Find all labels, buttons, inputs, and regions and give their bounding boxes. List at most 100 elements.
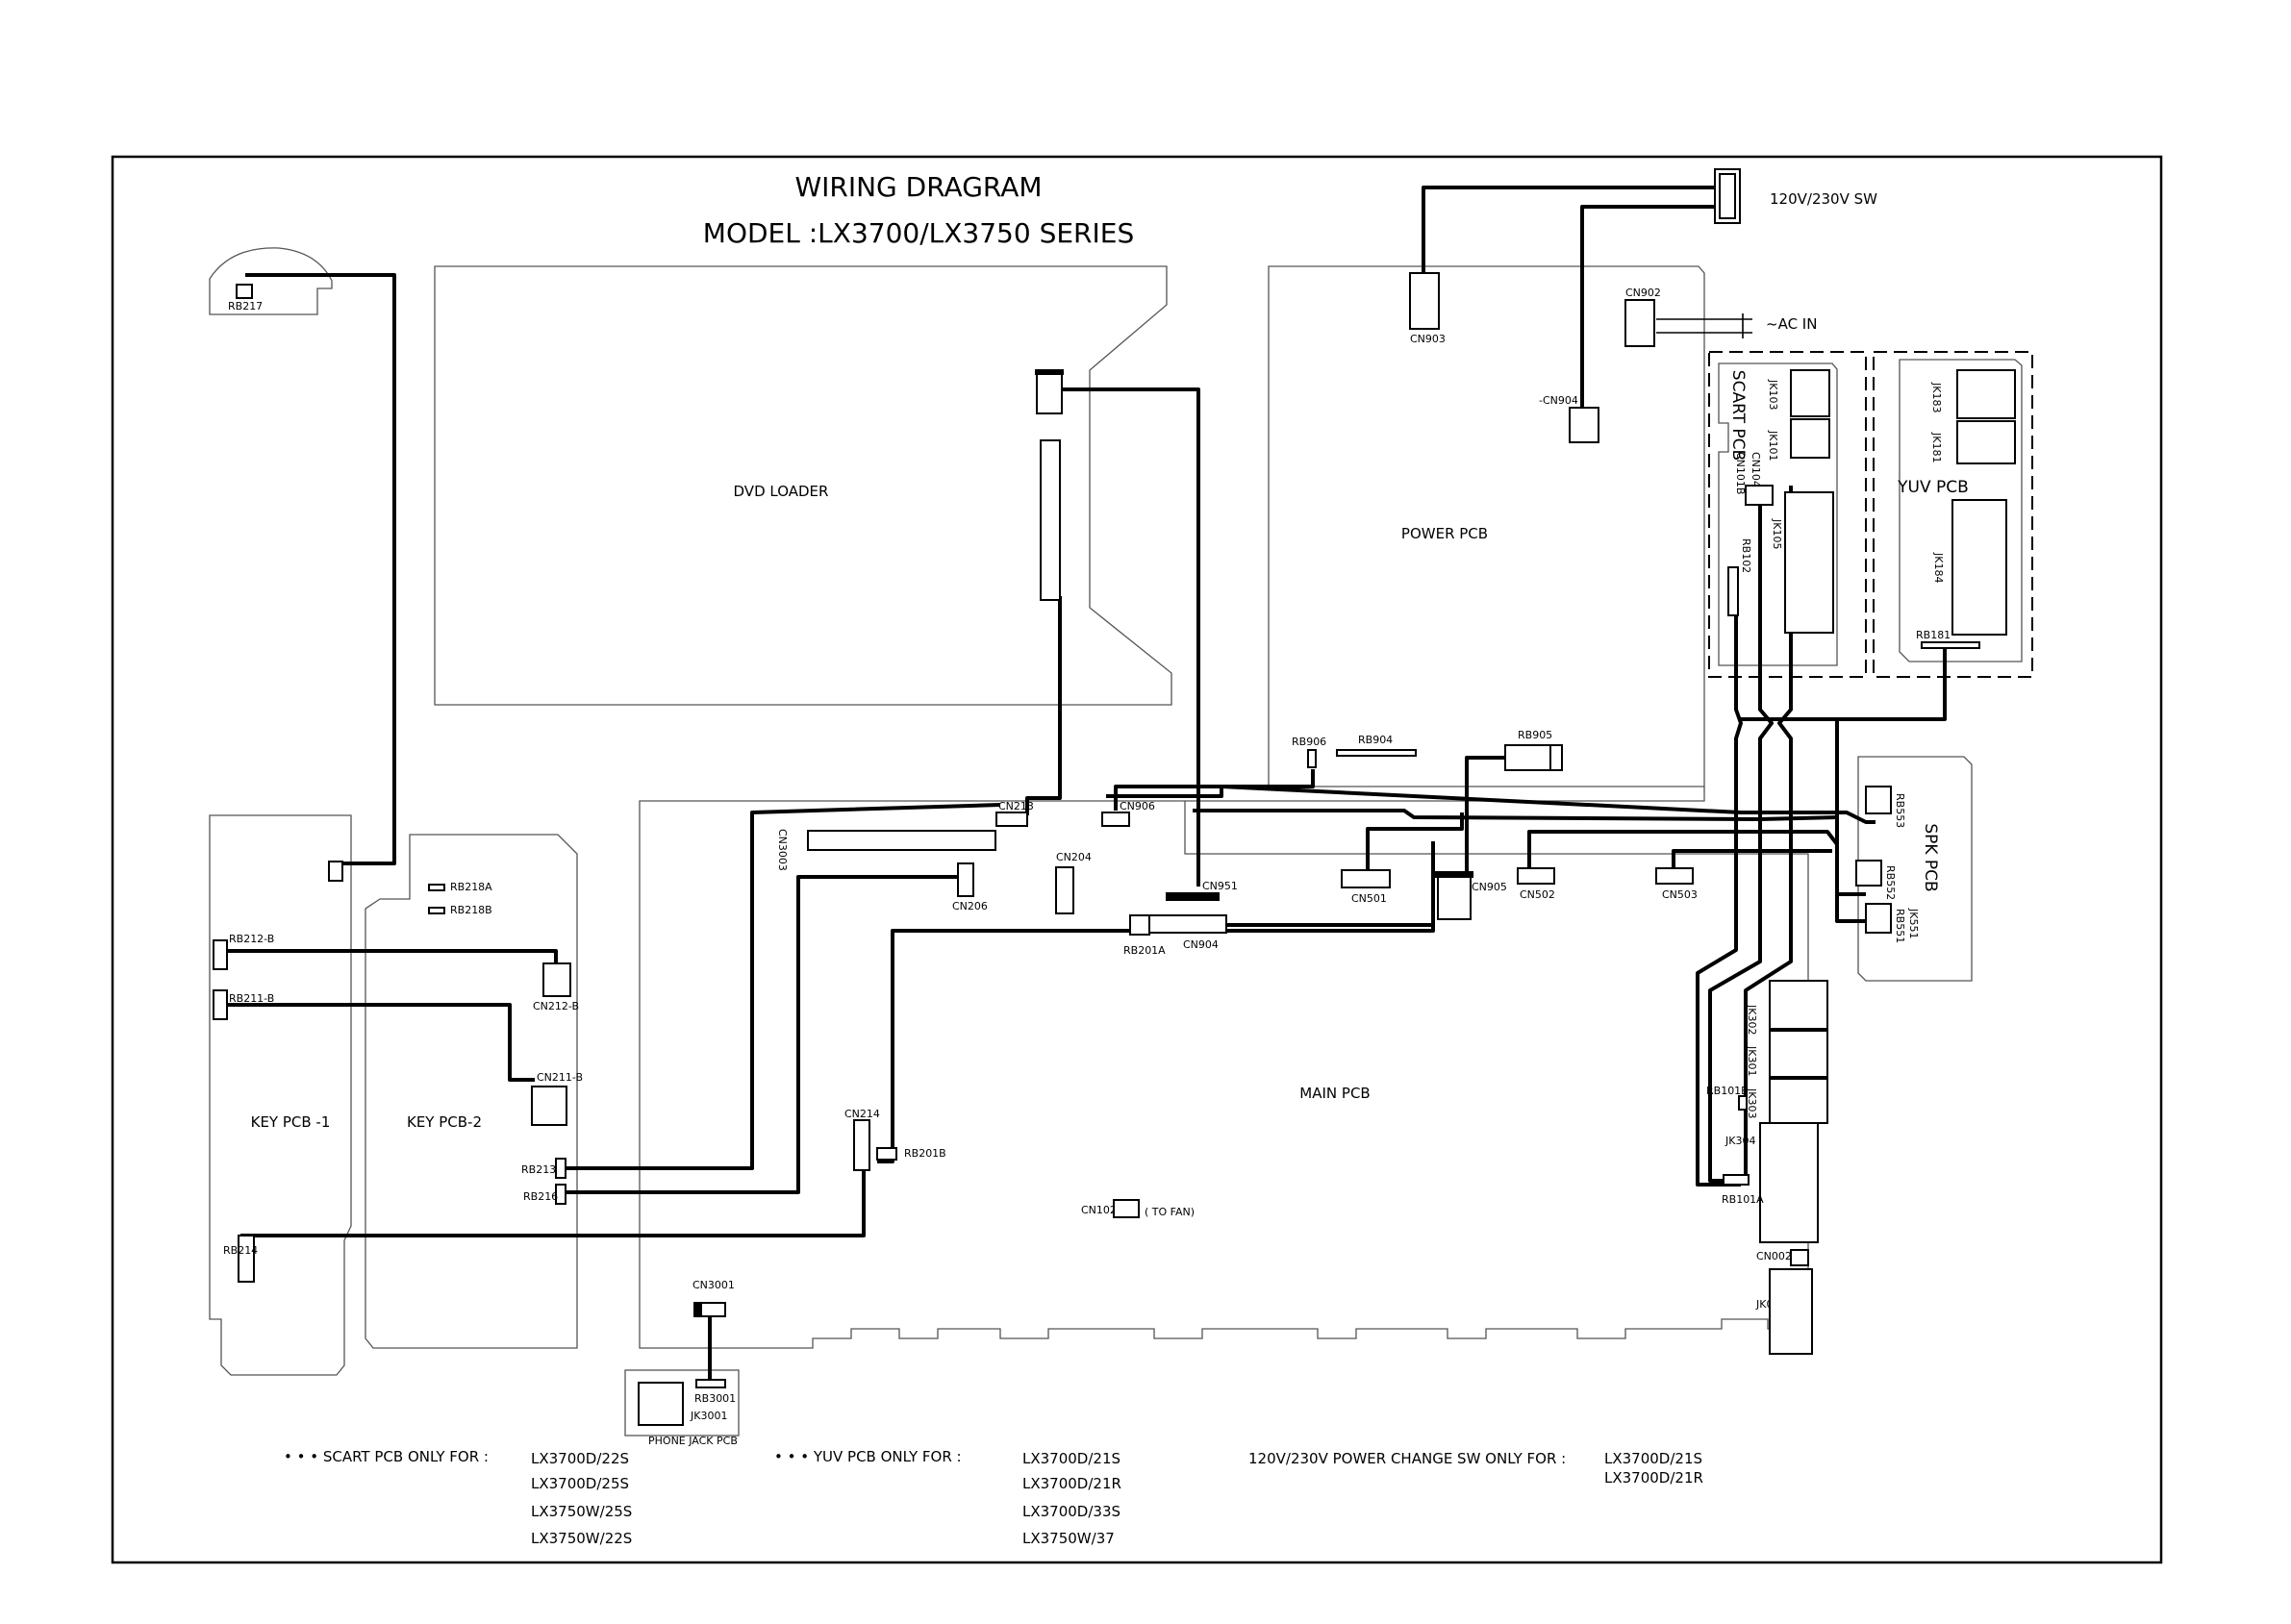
jk303-label: JK303 — [1746, 1087, 1758, 1118]
key-pcb-1-label: KEY PCB -1 — [251, 1113, 331, 1131]
wire-harness — [223, 186, 1947, 1237]
dvd-loader-flat-cable — [1040, 439, 1061, 601]
scart-pcb-dashed-area — [1708, 351, 1867, 678]
cn214-connector — [853, 1119, 870, 1171]
dvd-loader-connector-top — [1035, 369, 1064, 375]
rb905-connector — [1504, 744, 1559, 771]
rb217-label: RB217 — [228, 300, 263, 312]
cn904-power-label: -CN904 — [1539, 394, 1578, 407]
scart-pcb-outline — [1718, 362, 1838, 666]
scart-pcb-label: SCART PCB — [1728, 370, 1748, 461]
phone-jack-pcb-label: PHONE JACK PCB — [648, 1435, 738, 1447]
jk3001-jack — [638, 1382, 684, 1426]
rb211b-label: RB211-B — [229, 992, 274, 1005]
key-pcb-2-label: KEY PCB-2 — [407, 1113, 482, 1131]
power-model-1: LX3700D/21S — [1604, 1450, 1702, 1467]
rb212b-label: RB212-B — [229, 933, 274, 945]
cn102-label: CN102 — [1081, 1204, 1117, 1216]
key-pcb-2-outline — [365, 834, 578, 1349]
cn905-top — [1435, 871, 1473, 878]
yuv-model-4: LX3750W/37 — [1022, 1530, 1115, 1547]
rb213-label: RB213 — [521, 1163, 556, 1176]
yuv-model-3: LX3700D/33S — [1022, 1503, 1120, 1520]
rb101b-connector — [1738, 1095, 1748, 1111]
dvd-loader-connector — [1036, 372, 1063, 414]
phone-jack-pcb-outline — [624, 1369, 740, 1437]
cn214-label: CN214 — [844, 1108, 880, 1120]
voltage-switch-label: 120V/230V SW — [1770, 190, 1877, 208]
rb904-label: RB904 — [1358, 734, 1393, 746]
ac-in-label: ~AC IN — [1766, 315, 1817, 333]
yuv-pcb-label: YUV PCB — [1897, 478, 1969, 497]
power-note-heading: 120V/230V POWER CHANGE SW ONLY FOR : — [1248, 1450, 1566, 1467]
cn204-label: CN204 — [1056, 851, 1092, 863]
jk103-label: JK103 — [1767, 379, 1779, 410]
scart-note-heading: • • • SCART PCB ONLY FOR : — [284, 1448, 489, 1465]
cn3003-label: CN3003 — [776, 829, 789, 871]
yuv-note-heading: • • • YUV PCB ONLY FOR : — [774, 1448, 962, 1465]
jk001-jack — [1769, 1268, 1813, 1355]
jk302-label: JK302 — [1746, 1004, 1758, 1035]
rb218a-connector — [428, 884, 445, 891]
rb181-label: RB181 — [1916, 629, 1951, 641]
cn211b-connector — [531, 1086, 567, 1126]
dvd-loader-outline — [434, 265, 1172, 706]
title-line-2: MODEL :LX3700/LX3750 SERIES — [703, 217, 1134, 249]
jk183-jack — [1956, 369, 2016, 419]
rb218b-label: RB218B — [450, 904, 492, 916]
rb101a-connector — [1723, 1174, 1750, 1186]
cn101b-connector — [1745, 485, 1774, 506]
rb216-connector — [555, 1184, 566, 1205]
cn902-connector — [1624, 299, 1655, 347]
rb101b-label: RB101B — [1706, 1085, 1749, 1097]
scart-model-2: LX3700D/25S — [531, 1475, 629, 1492]
rb217-board-outline — [209, 247, 333, 315]
scart-model-3: LX3750W/25S — [531, 1503, 632, 1520]
rb553-label: RB553 — [1894, 793, 1906, 828]
rb181-connector — [1921, 641, 1980, 649]
spk-pcb-label: SPK PCB — [1921, 823, 1940, 891]
voltage-switch-inner — [1719, 173, 1736, 219]
jk301-label: JK301 — [1746, 1045, 1758, 1076]
cn905-label: CN905 — [1472, 881, 1507, 893]
cn213-connector — [995, 812, 1028, 827]
jk101-label: JK101 — [1767, 430, 1779, 461]
cn902-label: CN902 — [1625, 287, 1661, 299]
rb904-connector — [1336, 749, 1417, 757]
cn903-connector — [1409, 272, 1440, 330]
cn503-label: CN503 — [1662, 888, 1698, 901]
rb218b-connector — [428, 907, 445, 914]
cn501-connector — [1341, 869, 1391, 888]
main-pcb-outline — [639, 800, 1809, 1349]
dvd-loader-label: DVD LOADER — [734, 483, 829, 500]
cn213-label: CN213 — [998, 800, 1034, 812]
rb101a-label: RB101A — [1722, 1193, 1764, 1206]
key1-top-connector — [328, 861, 343, 882]
jk303-jack — [1769, 1078, 1828, 1124]
jk302-jack — [1769, 980, 1828, 1030]
cn002-connector — [1790, 1249, 1809, 1266]
rb201b-connector — [876, 1147, 897, 1161]
rb201a-connector — [1129, 914, 1150, 936]
cn951-label: CN951 — [1202, 880, 1238, 892]
main-pcb-label: MAIN PCB — [1299, 1085, 1370, 1102]
jk103-jack — [1790, 369, 1830, 417]
yuv-model-1: LX3700D/21S — [1022, 1450, 1120, 1467]
jk183-label: JK183 — [1930, 382, 1943, 412]
power-pcb-label: POWER PCB — [1401, 525, 1488, 542]
rb551-label: RB551 — [1894, 909, 1906, 943]
spk-pcb-outline — [1857, 756, 1973, 982]
rb553-connector — [1865, 786, 1892, 814]
jk3001-label: JK3001 — [690, 1410, 727, 1422]
jk184-label: JK184 — [1932, 552, 1945, 583]
jk101-jack — [1790, 418, 1830, 459]
title-line-1: WIRING DRAGRAM — [794, 171, 1042, 203]
rb217-connector — [236, 284, 253, 299]
cn503-connector — [1655, 867, 1694, 885]
jk105-scart — [1784, 491, 1834, 634]
cn906-label: CN906 — [1120, 800, 1155, 812]
rb906-label: RB906 — [1292, 736, 1326, 748]
cn502-connector — [1517, 867, 1555, 885]
cn206-label: CN206 — [952, 900, 988, 912]
